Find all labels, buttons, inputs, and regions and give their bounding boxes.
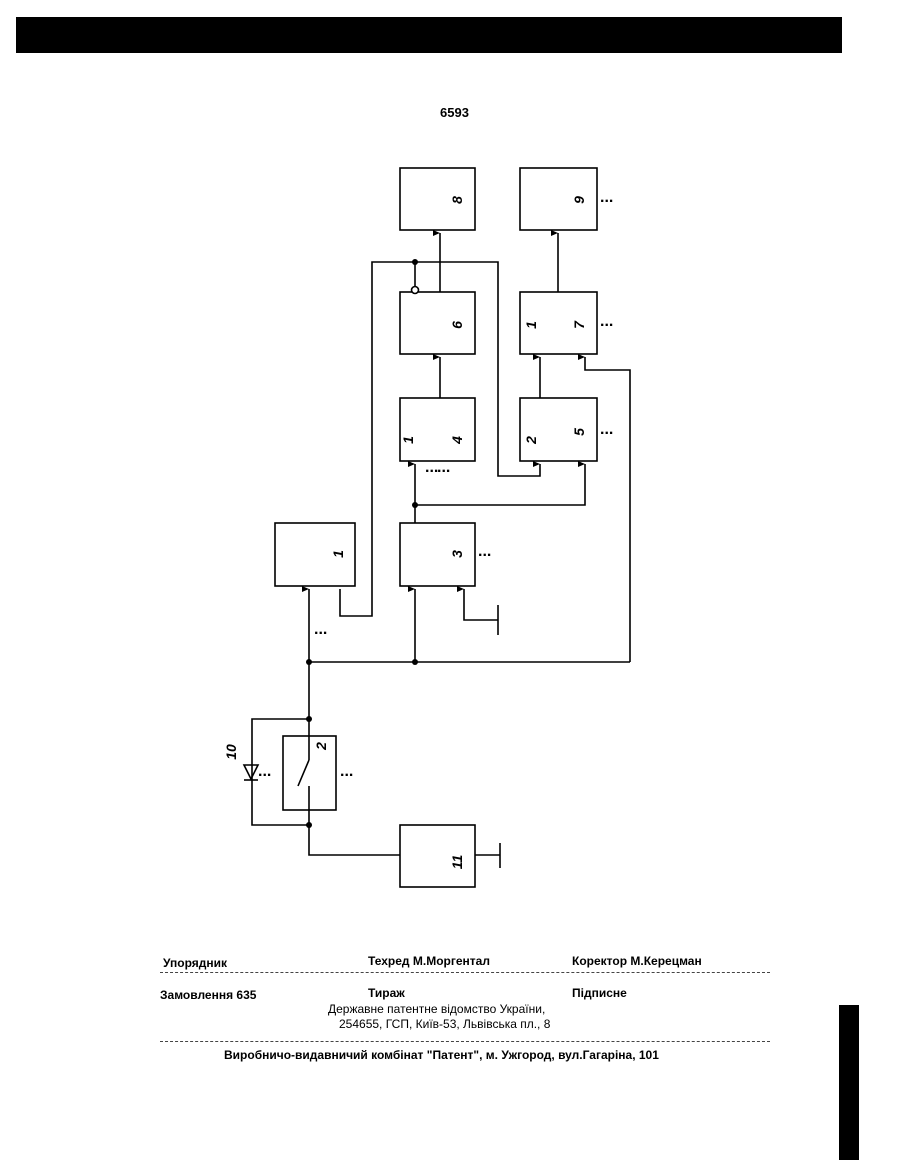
block-5-input-label: 2	[523, 436, 539, 445]
ellipsis-block-3: ...	[478, 543, 491, 560]
ellipsis-block-1-inputs: ...	[314, 621, 327, 638]
block-3-label: 3	[449, 550, 465, 558]
block-5-label: 5	[571, 428, 587, 436]
publisher: Виробничо-видавничий комбінат "Патент", …	[224, 1048, 659, 1062]
ellipsis-block-7: ...	[600, 313, 613, 330]
compiler-label: Упорядник	[163, 956, 227, 970]
block-7-label: 7	[571, 320, 587, 329]
ellipsis-block-2: ...	[340, 763, 353, 780]
divider-1	[160, 972, 770, 973]
divider-2	[160, 1041, 770, 1042]
block-10-label: 10	[223, 744, 239, 760]
corrector: Коректор М.Керецман	[572, 954, 702, 968]
agency: Державне патентне відомство України,	[328, 1002, 545, 1016]
block-1-label: 1	[330, 550, 346, 558]
block-7-input-label: 1	[523, 321, 539, 329]
block-6-label: 6	[449, 321, 465, 329]
block-9-label: 9	[571, 196, 587, 204]
ellipsis-block-4-inputs-2: ...	[437, 459, 450, 476]
ellipsis-block-5: ...	[600, 421, 613, 438]
agency-address: 254655, ГСП, Київ-53, Львівська пл., 8	[339, 1017, 550, 1031]
order-number: Замовлення 635	[160, 988, 256, 1002]
block-2-label: 2	[313, 742, 329, 751]
block-4	[400, 398, 475, 461]
block-8-label: 8	[449, 196, 465, 204]
circulation: Тираж	[368, 986, 405, 1000]
ellipsis-block-9: ...	[600, 189, 613, 206]
block-11-label: 11	[449, 855, 465, 870]
subscription: Підписне	[572, 986, 627, 1000]
ellipsis-block-10: ...	[258, 763, 271, 780]
block-4-input-label: 1	[400, 436, 416, 444]
block-4-label: 4	[449, 436, 465, 445]
tech-editor: Техред М.Моргентал	[368, 954, 490, 968]
